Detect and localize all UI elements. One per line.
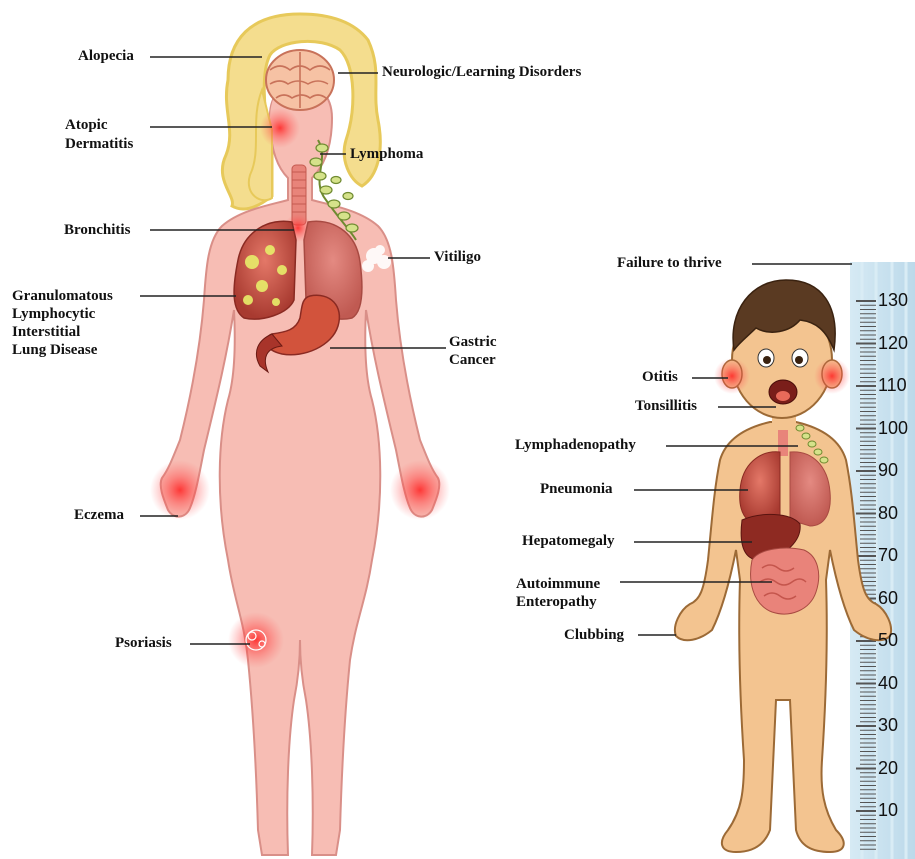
ruler-tick-70: 70 — [878, 545, 898, 566]
label-enteropathy: Enteropathy — [516, 594, 597, 611]
psoriasis-spot — [228, 612, 284, 668]
ruler-tick-50: 50 — [878, 630, 898, 651]
eczema-spot-left — [150, 460, 210, 520]
label-autoimmune: Autoimmune — [516, 576, 600, 593]
ruler-tick-40: 40 — [878, 673, 898, 694]
label-tonsillitis: Tonsillitis — [635, 398, 697, 415]
label-glild-1: Granulomatous — [12, 288, 113, 305]
label-psoriasis: Psoriasis — [115, 635, 172, 652]
label-glild-4: Lung Disease — [12, 342, 97, 359]
ruler-tick-90: 90 — [878, 460, 898, 481]
ruler-tick-100: 100 — [878, 418, 908, 439]
label-gastric: Gastric — [449, 334, 496, 351]
label-glild-3: Interstitial — [12, 324, 80, 341]
otitis-spot-left — [714, 358, 750, 394]
ruler-tick-110: 110 — [878, 375, 907, 396]
label-glild-2: Lymphocytic — [12, 306, 95, 323]
label-otitis: Otitis — [642, 369, 678, 386]
label-lymphoma: Lymphoma — [350, 146, 423, 163]
ruler-tick-130: 130 — [878, 290, 908, 311]
label-neurologic-disorders: Neurologic/Learning Disorders — [382, 64, 581, 81]
ruler-tick-80: 80 — [878, 503, 898, 524]
label-dermatitis: Dermatitis — [65, 136, 133, 153]
eczema-spot-right — [390, 460, 450, 520]
otitis-spot-right — [814, 358, 850, 394]
label-alopecia: Alopecia — [78, 48, 134, 65]
ruler-tick-20: 20 — [878, 758, 898, 779]
dermatitis-spot — [260, 108, 300, 148]
label-pneumonia: Pneumonia — [540, 481, 613, 498]
label-failure-to-thrive: Failure to thrive — [617, 255, 722, 272]
brain-icon — [266, 50, 334, 110]
label-hepatomegaly: Hepatomegaly — [522, 533, 614, 550]
ruler-tick-10: 10 — [878, 800, 898, 821]
label-atopic: Atopic — [65, 117, 108, 134]
ruler-tick-30: 30 — [878, 715, 898, 736]
woman-figure — [150, 14, 450, 855]
ruler-tick-120: 120 — [878, 333, 908, 354]
label-clubbing: Clubbing — [564, 627, 624, 644]
label-vitiligo: Vitiligo — [434, 249, 481, 266]
label-eczema: Eczema — [74, 507, 124, 524]
label-cancer: Cancer — [449, 352, 496, 369]
label-lymphadenopathy: Lymphadenopathy — [515, 437, 636, 454]
ruler-tick-60: 60 — [878, 588, 898, 609]
label-bronchitis: Bronchitis — [64, 222, 130, 239]
